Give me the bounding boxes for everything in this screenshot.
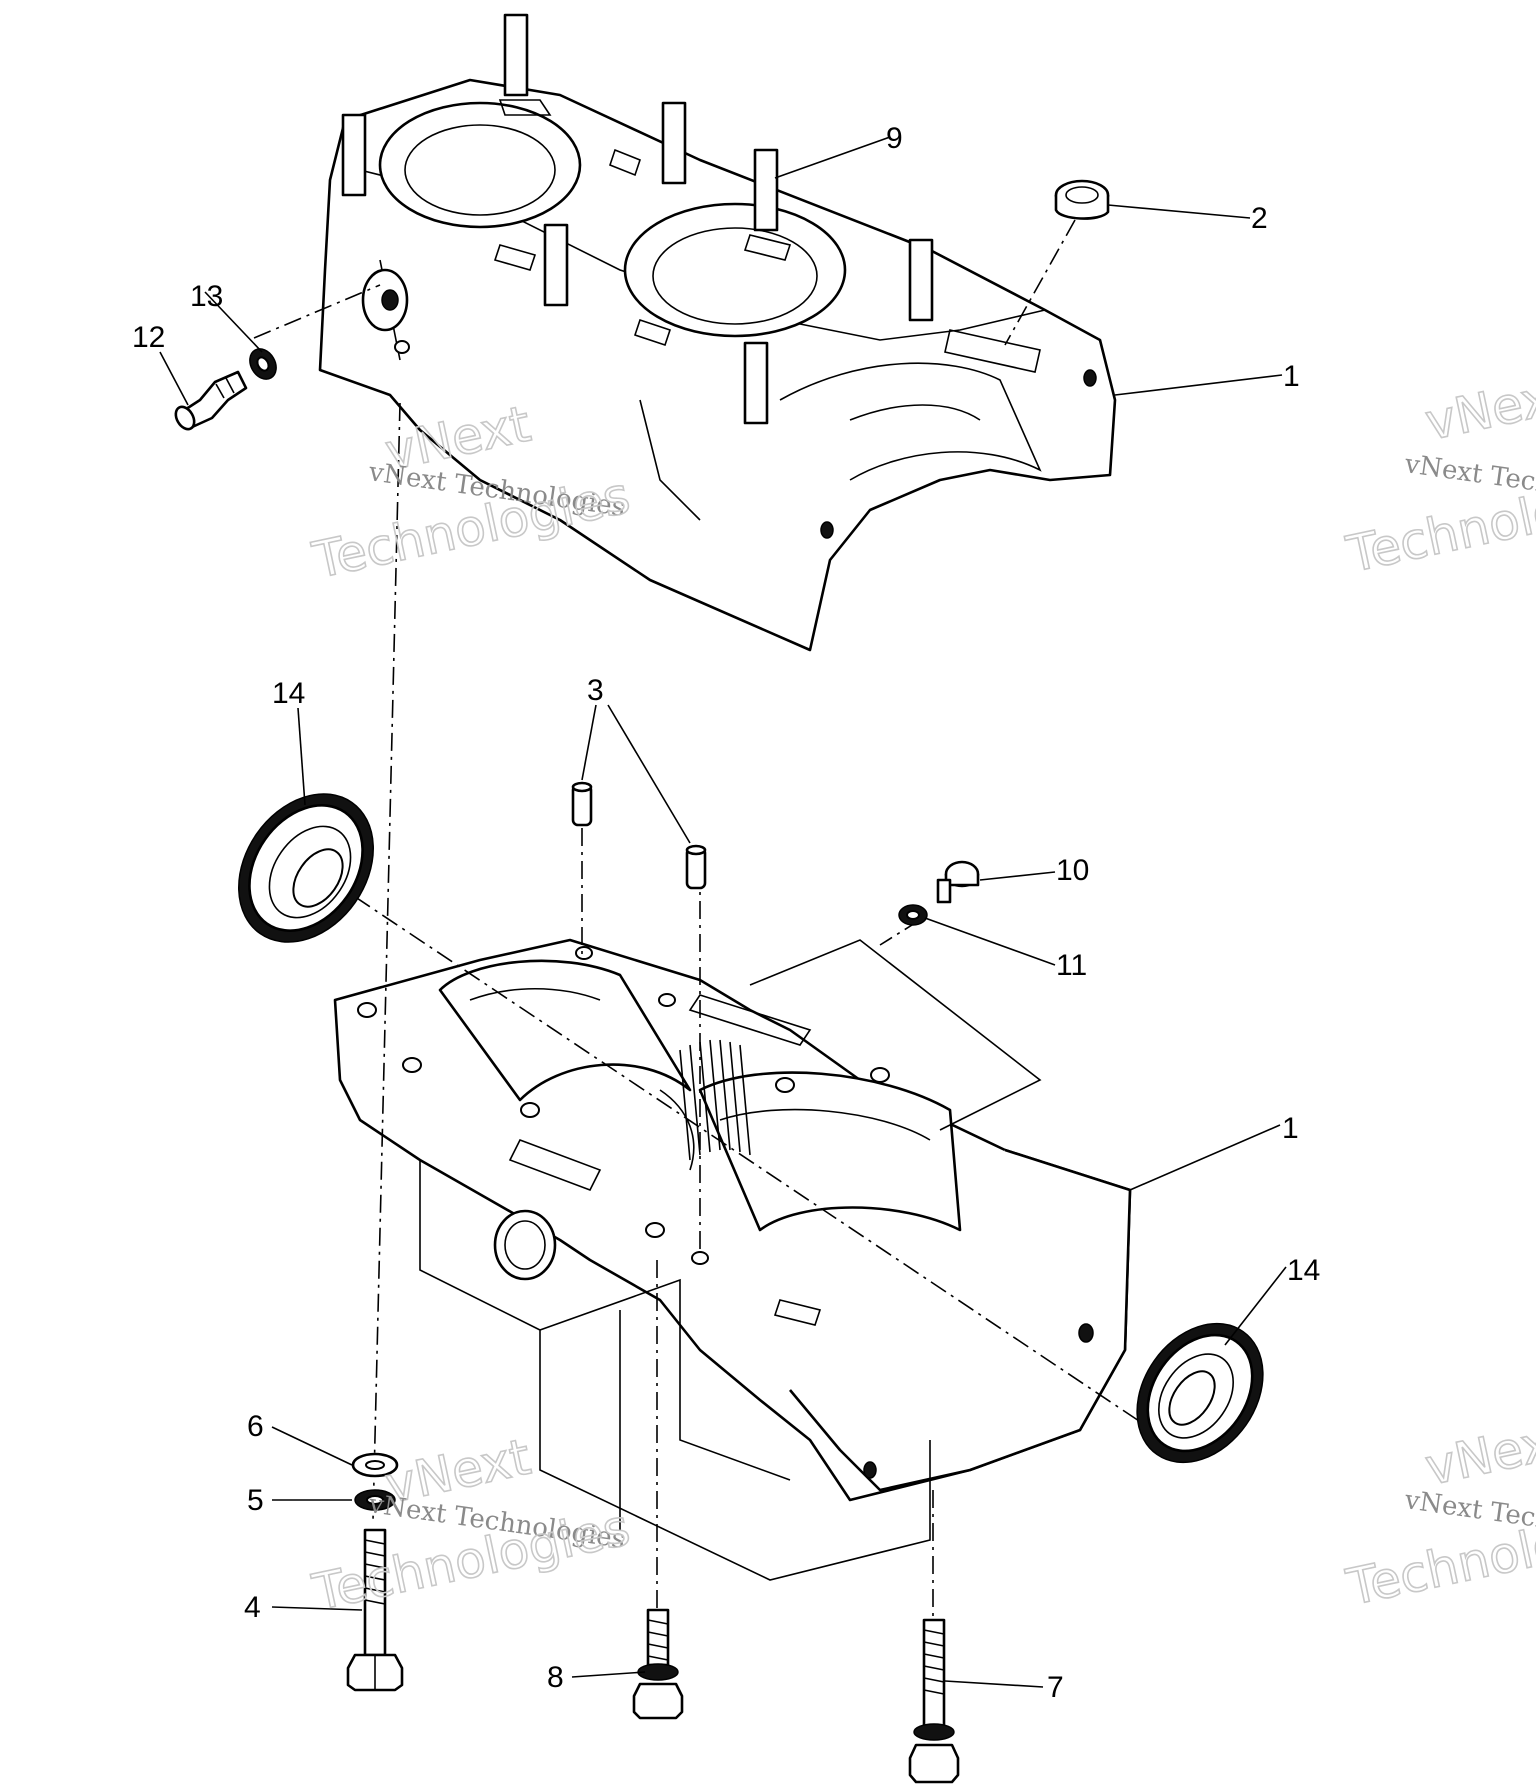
callout-1-upper: 1 xyxy=(1283,360,1300,393)
crankshaft-oil-seal-left xyxy=(238,793,374,943)
hex-bolt-7 xyxy=(908,1618,960,1784)
callout-8: 8 xyxy=(547,1661,564,1694)
callout-1-lower: 1 xyxy=(1282,1112,1299,1145)
callout-10: 10 xyxy=(1056,854,1089,887)
callout-13: 13 xyxy=(190,280,223,313)
callout-7: 7 xyxy=(1047,1671,1064,1704)
callout-14-left: 14 xyxy=(272,677,305,710)
callout-6: 6 xyxy=(247,1410,264,1443)
callout-2: 2 xyxy=(1251,202,1268,235)
watermark-brand: vNext xyxy=(1420,365,1536,452)
dowel-pin-pair xyxy=(571,781,707,890)
callout-11: 11 xyxy=(1056,949,1087,982)
lock-washer-11 xyxy=(898,904,928,926)
crankcase-plug xyxy=(1054,179,1110,220)
crankshaft-oil-seal-right xyxy=(1136,1322,1264,1464)
watermark-lower-right: vNext vNext Technologies Technologies xyxy=(1341,1409,1536,1618)
callout-labels: 1 1 2 3 4 5 6 7 8 9 10 11 12 13 14 14 xyxy=(132,122,1320,1704)
upper-crankcase xyxy=(318,13,1117,652)
hex-bolt-4 xyxy=(346,1528,404,1692)
lock-washer-13 xyxy=(249,348,277,380)
watermark-lower-left: vNext vNext Technologies Technologies xyxy=(307,1427,636,1623)
lock-washer-5 xyxy=(354,1489,396,1511)
callout-14-right: 14 xyxy=(1287,1254,1320,1287)
crankcase-screw xyxy=(936,860,980,904)
flat-washer xyxy=(351,1452,399,1478)
callout-4: 4 xyxy=(244,1591,261,1624)
hex-bolt-8 xyxy=(632,1608,684,1720)
watermark-brand: vNext xyxy=(1420,1410,1536,1497)
watermark-upper-right: vNext vNext Technologies Technologies xyxy=(1341,364,1536,585)
callout-leaders xyxy=(159,136,1287,1688)
crank-bearing-saddle xyxy=(659,1039,751,1171)
callout-5: 5 xyxy=(247,1484,264,1517)
cylinder-stud-set xyxy=(341,13,934,425)
oil-fitting xyxy=(174,370,248,431)
callout-12: 12 xyxy=(132,321,165,354)
callout-3: 3 xyxy=(587,674,604,707)
callout-9: 9 xyxy=(886,122,903,155)
